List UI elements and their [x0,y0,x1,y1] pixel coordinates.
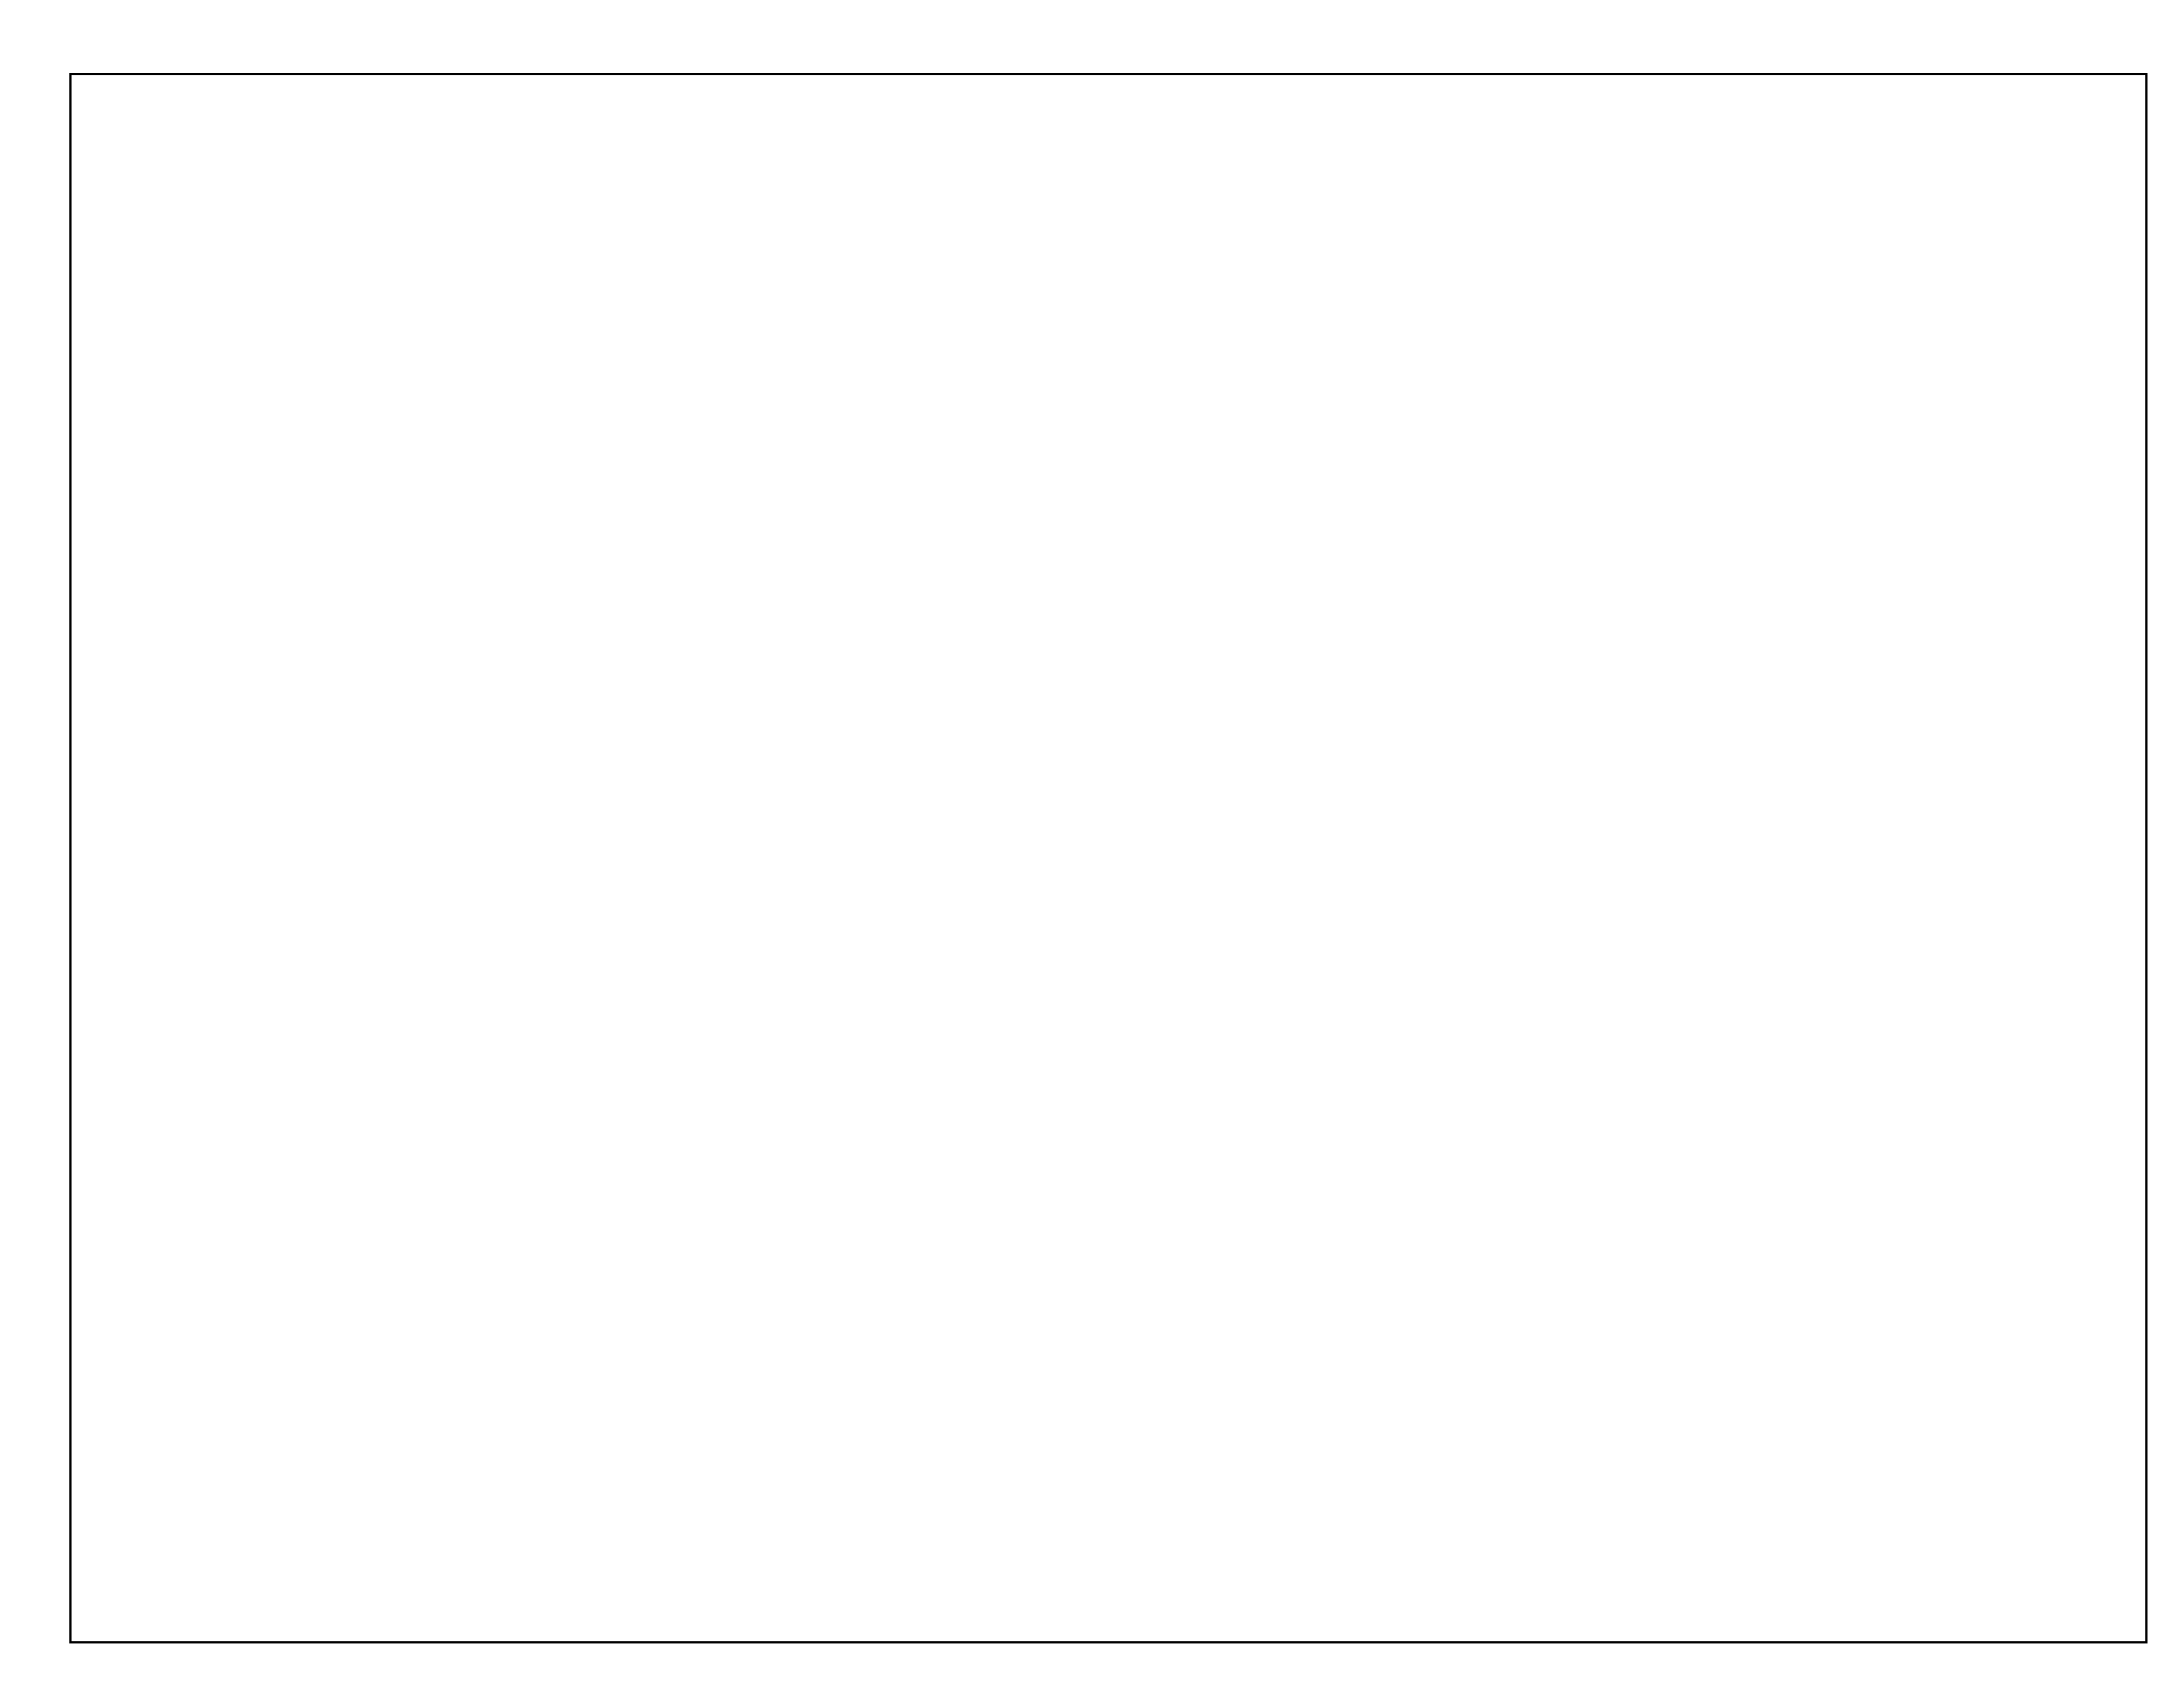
drawing-frame [69,73,2148,1643]
